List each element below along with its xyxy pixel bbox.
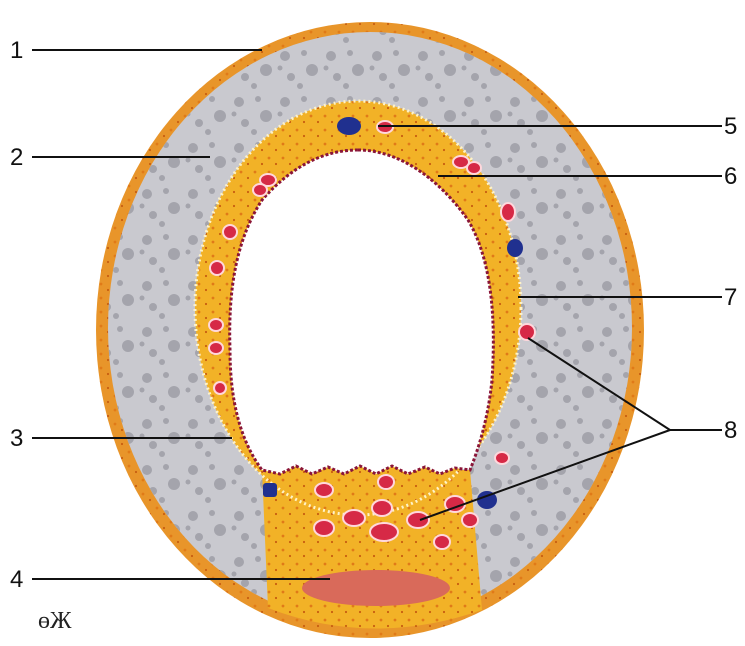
vessel [407, 512, 429, 528]
label-4: 4 [10, 566, 23, 593]
gland [263, 483, 277, 497]
vessel [210, 261, 224, 275]
vessel [209, 319, 223, 331]
vessel [434, 535, 450, 549]
vessel [467, 162, 481, 174]
vessel [501, 203, 515, 221]
label-8: 8 [724, 417, 737, 444]
vessel [314, 520, 334, 536]
vessel [378, 475, 394, 489]
vessel [315, 483, 333, 497]
smooth-muscle-band [302, 570, 450, 606]
gland [337, 117, 361, 135]
vessel [495, 452, 509, 464]
corner-mark: өЖ [38, 608, 72, 634]
vessel [343, 510, 365, 526]
label-5: 5 [724, 113, 737, 140]
label-6: 6 [724, 163, 737, 190]
label-7: 7 [724, 284, 737, 311]
vessel [209, 342, 223, 354]
vessel [462, 513, 478, 527]
label-1: 1 [10, 37, 23, 64]
vessel [370, 523, 398, 541]
vessel [214, 382, 226, 394]
vessel [253, 184, 267, 196]
vessel [372, 500, 392, 516]
vessel [223, 225, 237, 239]
gland [507, 239, 523, 257]
label-2: 2 [10, 144, 23, 171]
vessel [519, 324, 535, 340]
label-3: 3 [10, 425, 23, 452]
